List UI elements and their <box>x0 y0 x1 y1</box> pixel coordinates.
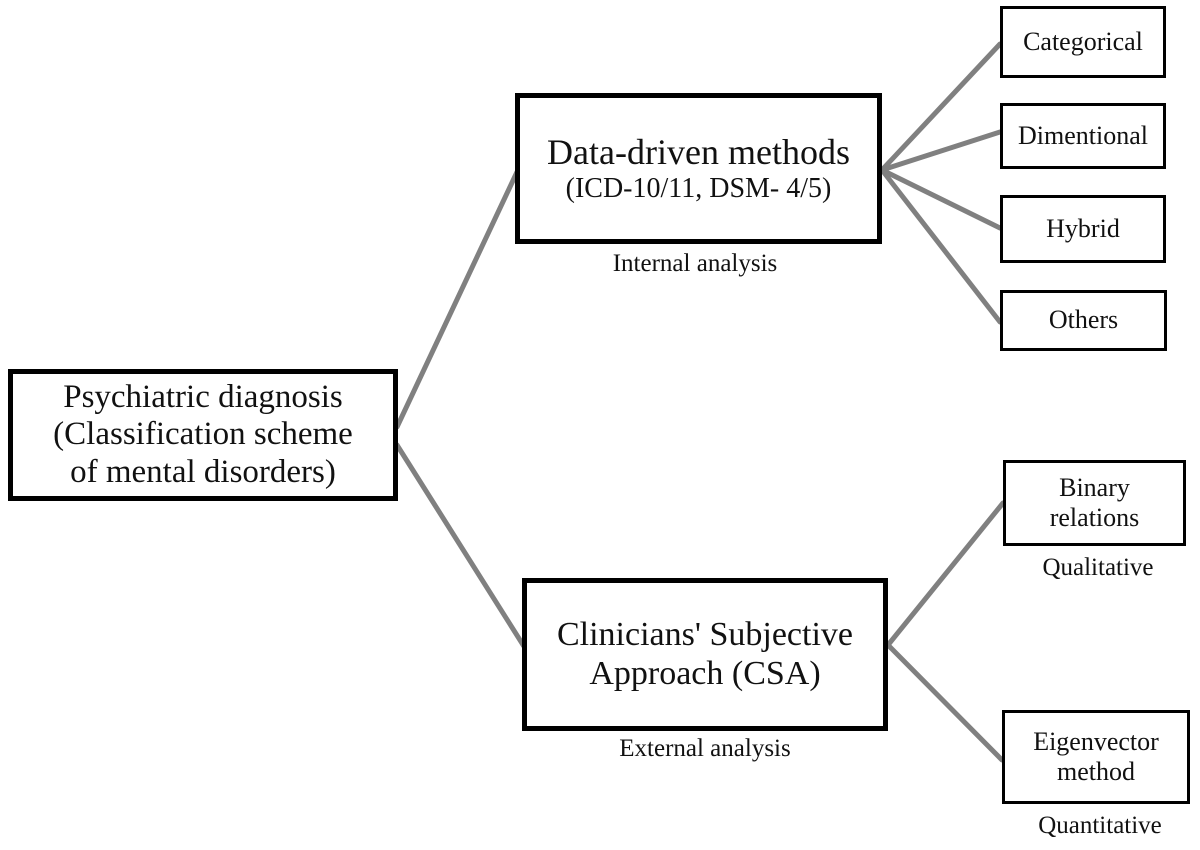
eigenvector-method-label-line-1: Eigenvector <box>1033 726 1159 756</box>
node-eigenvector-method[interactable]: Eigenvector method <box>1002 710 1190 804</box>
node-others-text: Others <box>1003 305 1164 335</box>
node-others[interactable]: Others <box>1000 290 1167 351</box>
node-eigenvector-method-text: Eigenvector method <box>1005 727 1187 787</box>
node-dimentional[interactable]: Dimentional <box>1000 103 1166 169</box>
connector-data-driven-to-others <box>879 167 1003 325</box>
root-line-2: (Classification scheme <box>53 416 353 453</box>
binary-relations-label-line-2: relations <box>1049 503 1140 532</box>
caption-qualitative: Qualitative <box>1042 554 1154 581</box>
connector-data-driven-to-hybrid <box>879 167 1003 231</box>
caption-internal-analysis: Internal analysis <box>612 250 778 277</box>
csa-title-line-1: Clinicians' Subjective <box>556 615 854 653</box>
node-clinicians-subjective-approach[interactable]: Clinicians' Subjective Approach (CSA) <box>522 578 888 731</box>
node-psychiatric-diagnosis-text: Psychiatric diagnosis (Classification sc… <box>13 379 393 492</box>
eigenvector-method-label-line-2: method <box>1057 757 1135 786</box>
hybrid-label: Hybrid <box>1046 213 1120 243</box>
csa-title-line-2: Approach (CSA) <box>589 654 821 692</box>
data-driven-subtitle: (ICD-10/11, DSM- 4/5) <box>565 173 832 205</box>
data-driven-title: Data-driven methods <box>547 132 850 173</box>
node-dimentional-text: Dimentional <box>1003 121 1163 151</box>
root-line-1: Psychiatric diagnosis <box>63 378 343 415</box>
node-clinicians-subjective-approach-text: Clinicians' Subjective Approach (CSA) <box>527 616 883 694</box>
node-binary-relations-text: Binary relations <box>1006 473 1183 533</box>
caption-quantitative: Quantitative <box>1038 812 1162 839</box>
node-categorical-text: Categorical <box>1003 27 1163 57</box>
others-label: Others <box>1048 305 1119 335</box>
connector-csa-to-binary-relations <box>885 500 1006 648</box>
connector-root-to-data-driven <box>394 169 520 430</box>
node-data-driven-methods-text: Data-driven methods (ICD-10/11, DSM- 4/5… <box>520 132 877 205</box>
node-hybrid-text: Hybrid <box>1003 214 1163 244</box>
node-hybrid[interactable]: Hybrid <box>1000 195 1166 263</box>
root-line-3: of mental disorders) <box>70 453 336 490</box>
node-binary-relations[interactable]: Binary relations <box>1003 460 1186 546</box>
caption-external-analysis: External analysis <box>619 735 791 762</box>
categorical-label: Categorical <box>1023 26 1143 56</box>
connector-data-driven-to-dimentional <box>879 129 1003 173</box>
node-psychiatric-diagnosis[interactable]: Psychiatric diagnosis (Classification sc… <box>8 369 398 501</box>
node-categorical[interactable]: Categorical <box>1000 6 1166 78</box>
binary-relations-label-line-1: Binary <box>1059 472 1130 502</box>
connector-root-to-csa <box>394 442 528 651</box>
node-data-driven-methods[interactable]: Data-driven methods (ICD-10/11, DSM- 4/5… <box>515 93 882 244</box>
connector-csa-to-eigenvector-method <box>885 642 1005 763</box>
dimentional-label: Dimentional <box>1018 120 1148 150</box>
connector-data-driven-to-categorical <box>879 41 1003 173</box>
